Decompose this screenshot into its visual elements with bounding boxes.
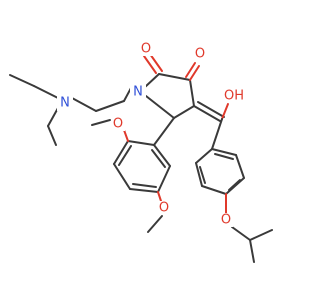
amine-nitrogen-label: N xyxy=(60,96,70,111)
hydroxyl-label: OH xyxy=(224,89,244,104)
carbonyl-bonds xyxy=(143,53,200,81)
methoxy-bottom-oxygen-label: O xyxy=(159,201,169,216)
molecule-diagram: N N O O OH O O O xyxy=(9,41,273,263)
isopropoxyphenyl-ring xyxy=(195,118,245,195)
carbonyl-oxygen-1-label: O xyxy=(141,42,151,57)
dimethoxyphenyl-ring xyxy=(113,117,175,193)
linker-bonds xyxy=(123,87,132,102)
pyrrolidine-ring xyxy=(144,73,195,119)
atom-labels: N N O O OH O O O xyxy=(57,42,246,228)
enol-bonds xyxy=(193,101,229,122)
methoxy-top-oxygen-label: O xyxy=(113,117,123,132)
structure-canvas: N N O O OH O O O xyxy=(9,42,273,263)
carbonyl-oxygen-2-label: O xyxy=(195,47,205,62)
diethylamino-bonds xyxy=(9,74,125,146)
isopropoxy-bonds xyxy=(225,193,273,263)
ring-nitrogen-label: N xyxy=(133,85,143,100)
methoxy-top-bonds xyxy=(91,119,129,142)
isopropoxy-oxygen-label: O xyxy=(221,213,231,228)
